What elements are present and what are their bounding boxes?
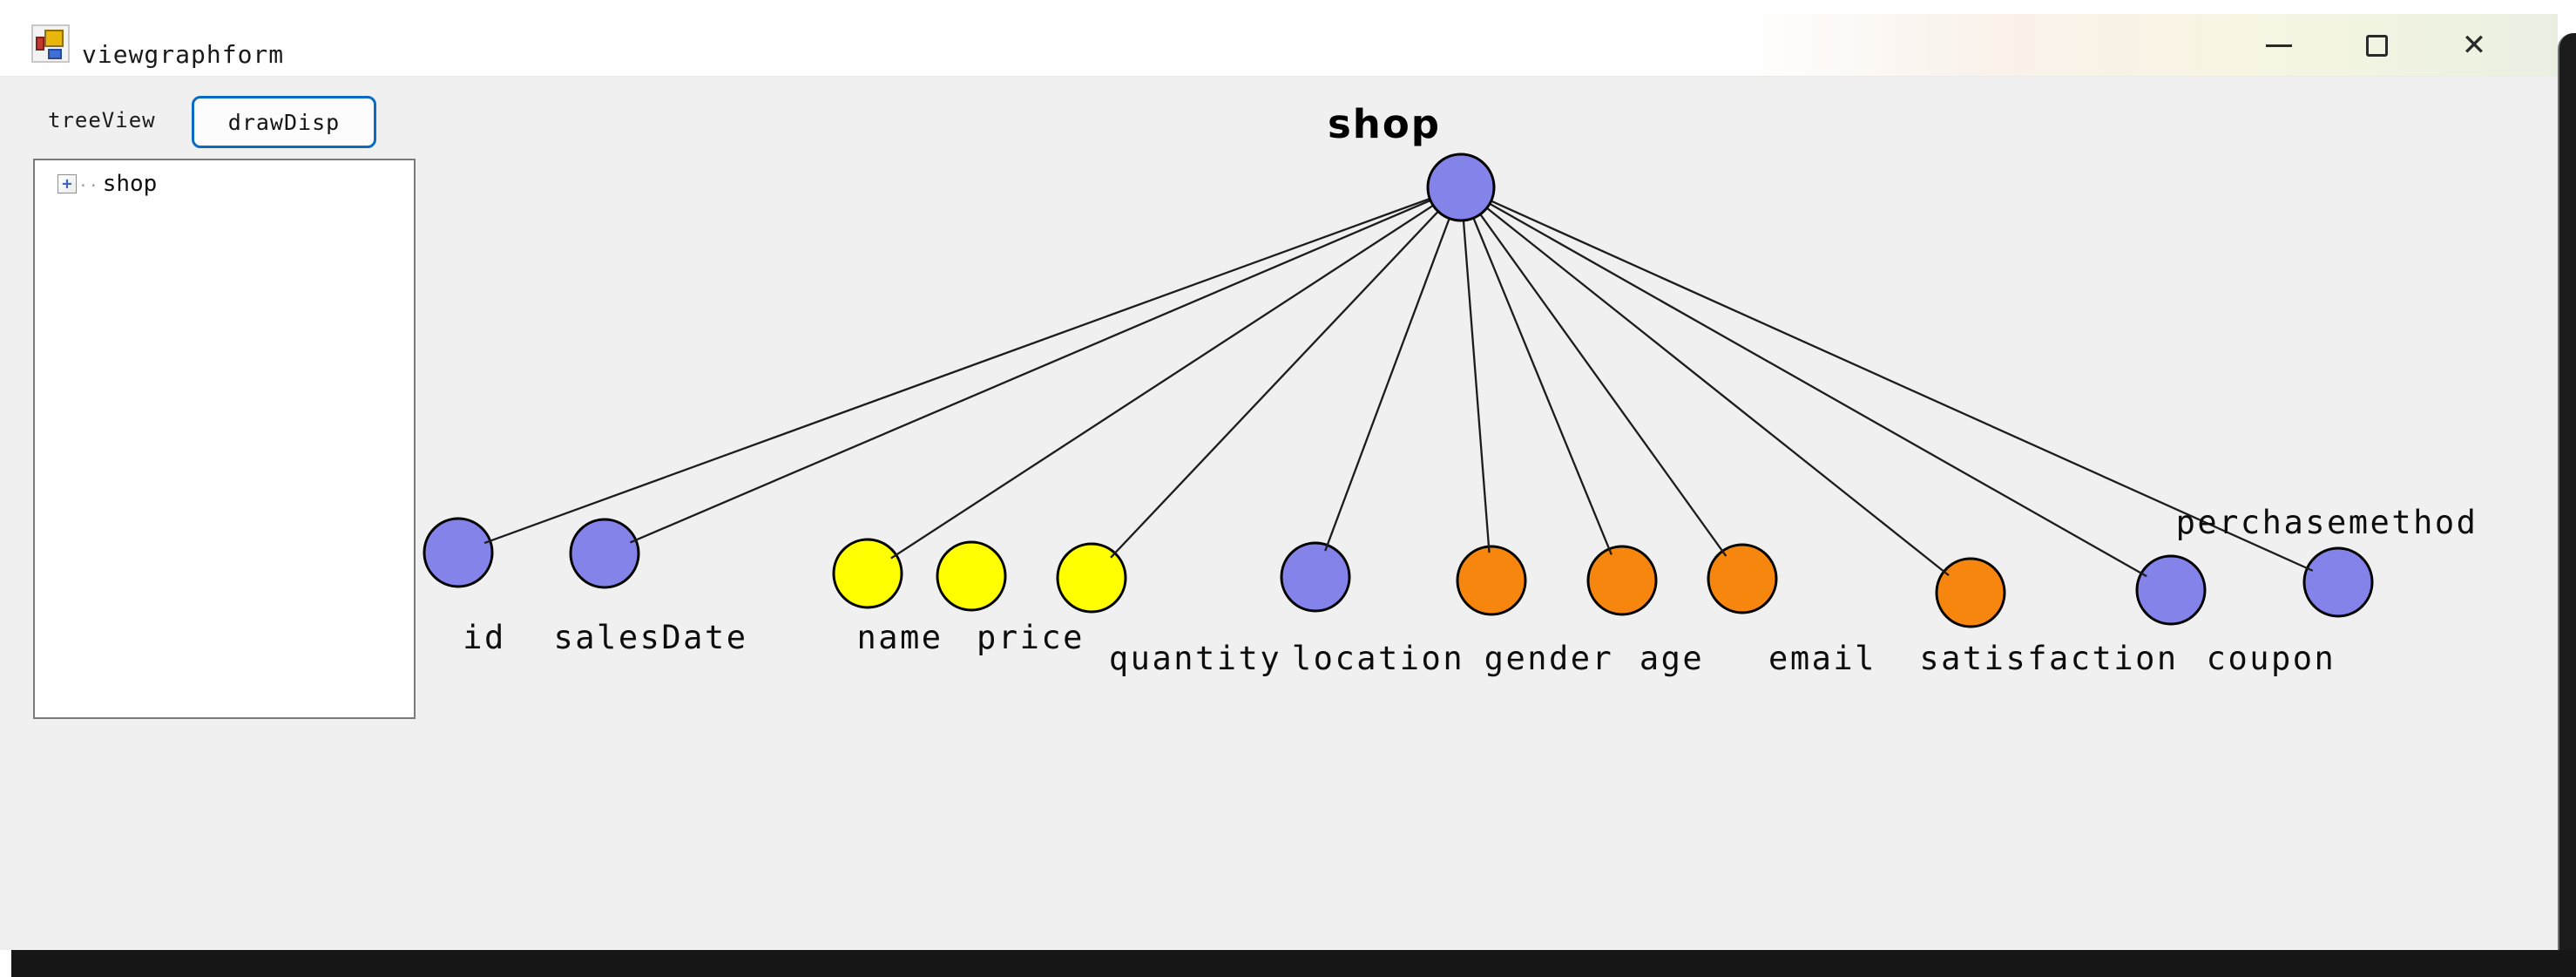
node-location-circle bbox=[1280, 541, 1351, 613]
node-perchasemethod-label: perchasemethod bbox=[2176, 504, 2478, 541]
node-salesDate-circle bbox=[569, 518, 640, 589]
edge-shop-satisfaction bbox=[1486, 207, 1950, 577]
node-name-circle bbox=[832, 538, 903, 609]
node-name-label: name bbox=[856, 619, 943, 656]
node-email-label: email bbox=[1768, 640, 1876, 677]
edge-shop-quantity bbox=[1110, 210, 1439, 559]
edge-shop-name bbox=[890, 204, 1434, 560]
node-satisfaction-circle bbox=[1935, 557, 2006, 628]
expand-toggle-icon[interactable]: + bbox=[57, 174, 77, 193]
node-quantity-circle bbox=[1056, 542, 1127, 614]
edge-shop-coupon bbox=[1489, 202, 2147, 578]
edge-shop-age bbox=[1472, 217, 1613, 555]
window-controls: ✕ bbox=[2230, 14, 2523, 77]
close-button[interactable]: ✕ bbox=[2425, 14, 2523, 77]
node-id-circle bbox=[423, 517, 494, 588]
edge-shop-gender bbox=[1462, 220, 1491, 553]
edge-shop-salesDate bbox=[629, 199, 1431, 544]
node-price-label: price bbox=[977, 619, 1085, 656]
edge-shop-location bbox=[1324, 218, 1450, 552]
node-perchasemethod-circle bbox=[2302, 546, 2374, 618]
tree-node-label[interactable]: shop bbox=[102, 171, 158, 197]
drawdisp-button[interactable]: drawDisp bbox=[192, 96, 376, 148]
node-salesDate-label: salesDate bbox=[554, 619, 748, 656]
app-icon-red-square bbox=[36, 37, 44, 51]
node-age-circle bbox=[1586, 545, 1658, 616]
node-gender-label: gender bbox=[1484, 640, 1614, 677]
node-quantity-label: quantity bbox=[1109, 640, 1281, 677]
maximize-icon bbox=[2365, 34, 2388, 57]
maximize-button[interactable] bbox=[2328, 14, 2425, 77]
edge-shop-perchasemethod bbox=[1491, 200, 2314, 572]
node-price-circle bbox=[936, 540, 1007, 612]
title-bar: viewgraphform ✕ bbox=[0, 14, 2558, 77]
node-coupon-circle bbox=[2135, 554, 2207, 626]
app-icon-blue-square bbox=[48, 49, 62, 59]
treeview-panel[interactable]: + .. shop bbox=[33, 159, 416, 719]
node-email-circle bbox=[1707, 543, 1778, 614]
tree-connector: .. bbox=[78, 172, 99, 191]
app-icon-yellow-square bbox=[44, 30, 64, 47]
treeview-label: treeView bbox=[48, 108, 156, 132]
window-right-edge bbox=[2558, 33, 2576, 977]
window-bottom-edge bbox=[11, 950, 2576, 977]
close-icon: ✕ bbox=[2461, 28, 2487, 63]
node-shop-circle bbox=[1426, 153, 1496, 222]
edge-shop-email bbox=[1479, 214, 1727, 557]
node-satisfaction-label: satisfaction bbox=[1919, 640, 2178, 677]
node-age-label: age bbox=[1640, 640, 1704, 677]
graph-root-title: shop bbox=[1328, 101, 1441, 147]
node-coupon-label: coupon bbox=[2207, 640, 2336, 677]
node-location-label: location bbox=[1292, 640, 1464, 677]
plus-glyph: + bbox=[62, 173, 72, 193]
app-icon bbox=[31, 24, 70, 63]
minimize-icon bbox=[2266, 44, 2292, 47]
node-gender-circle bbox=[1456, 545, 1527, 616]
minimize-button[interactable] bbox=[2230, 14, 2328, 77]
form-client-area: treeView drawDisp + .. shop id salesDate n… bbox=[0, 77, 2558, 950]
window-title: viewgraphform bbox=[82, 40, 285, 69]
edge-shop-id bbox=[483, 197, 1430, 545]
node-id-label: id bbox=[463, 619, 506, 656]
tree-node-shop[interactable]: + .. shop bbox=[57, 171, 158, 197]
